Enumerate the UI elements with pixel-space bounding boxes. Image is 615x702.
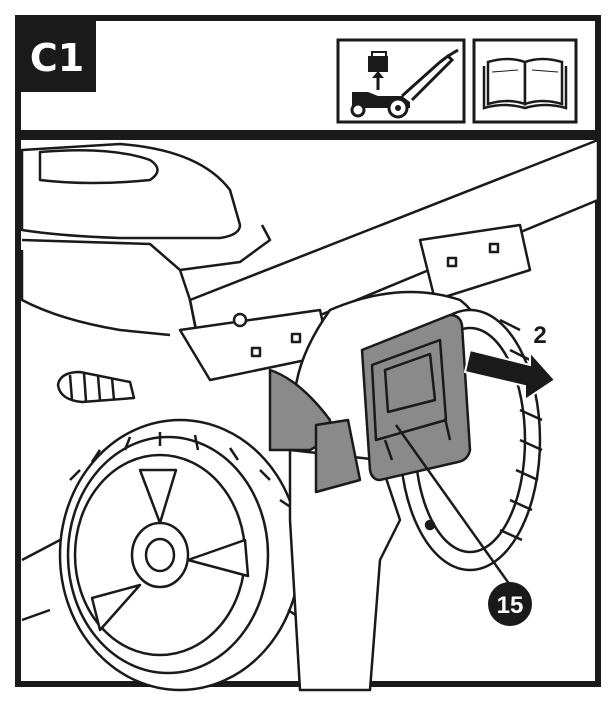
catcher-insert-part — [314, 313, 472, 494]
engine-cover — [20, 142, 242, 240]
header-divider — [18, 130, 598, 140]
adjust-knob — [56, 370, 136, 404]
manual-book-icon — [472, 38, 578, 124]
step-badge: C1 — [18, 18, 96, 92]
arrow-label: 2 — [533, 322, 546, 349]
mower-illustration — [20, 138, 600, 692]
mower-remove-part-icon — [336, 38, 466, 124]
front-wheel-left — [58, 418, 309, 692]
callout-number: 15 — [497, 592, 524, 619]
part-callout: 15 — [488, 582, 532, 626]
direction-arrow: 2 — [463, 322, 557, 402]
step-label: C1 — [30, 36, 84, 80]
handle-mount-right — [418, 223, 532, 302]
callout-leader — [394, 424, 512, 586]
